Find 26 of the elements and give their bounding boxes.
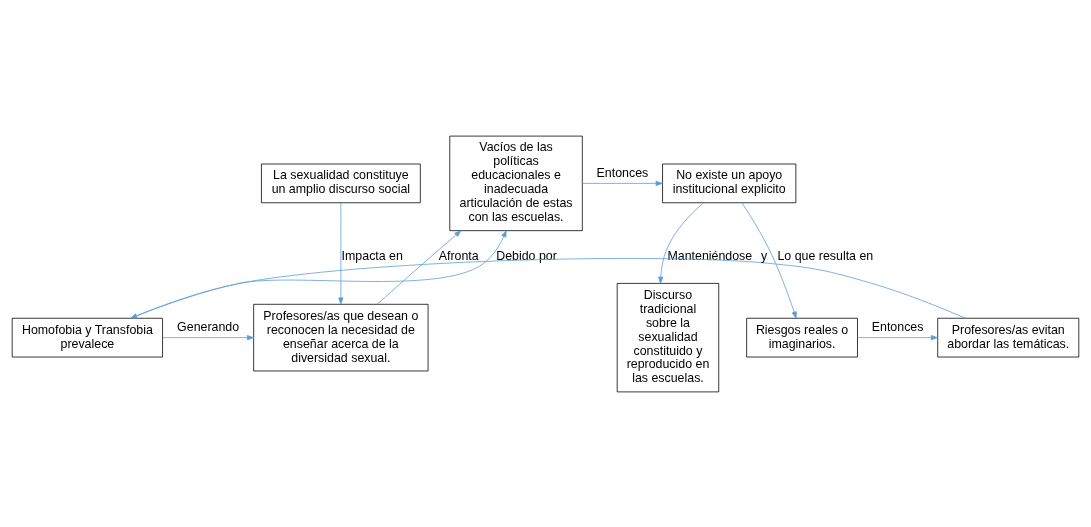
arrow [658, 202, 704, 284]
node-box: No existe un apoyo institucional explicito [662, 163, 797, 203]
node-box: Discurso tradicional sobre la sexualidad constituido y reproducido en las escuelas. [616, 282, 720, 392]
arrow [338, 202, 344, 304]
arrow [741, 202, 797, 319]
arrow [376, 229, 462, 304]
node-box: La sexualidad constituye un amplio discurso social [261, 163, 421, 203]
node-box: Homofobia y Transfobia prevalece [11, 317, 163, 357]
node-box: Riesgos reales o imaginarios. [746, 317, 858, 357]
edge-label: y [760, 248, 768, 263]
arrow [162, 334, 254, 340]
arrow [130, 229, 507, 319]
node-box: Profesores/as que desean o reconocen la necesidad de enseñar acerca de la diversidad sexual. [253, 303, 429, 371]
edge-label: Entonces [871, 319, 924, 334]
arrow [581, 180, 663, 186]
edge-label: Afronta [438, 248, 479, 263]
edge-label: Lo que resulta en [777, 248, 874, 263]
node-box: Profesores/as evitan abordar las temáticas. [937, 317, 1080, 357]
node-box: Vacíos de las políticas educacionales e inadecuada articulación de estas con las escuelas. [449, 135, 583, 231]
edge-label: Impacta en [341, 248, 403, 263]
edge-label: Manteniéndose [667, 248, 753, 263]
arrow [130, 257, 966, 319]
edge-label: Generando [177, 319, 240, 334]
edge-label: Debido por [496, 248, 557, 263]
arrow [857, 334, 938, 340]
edge-label: Entonces [596, 165, 649, 180]
